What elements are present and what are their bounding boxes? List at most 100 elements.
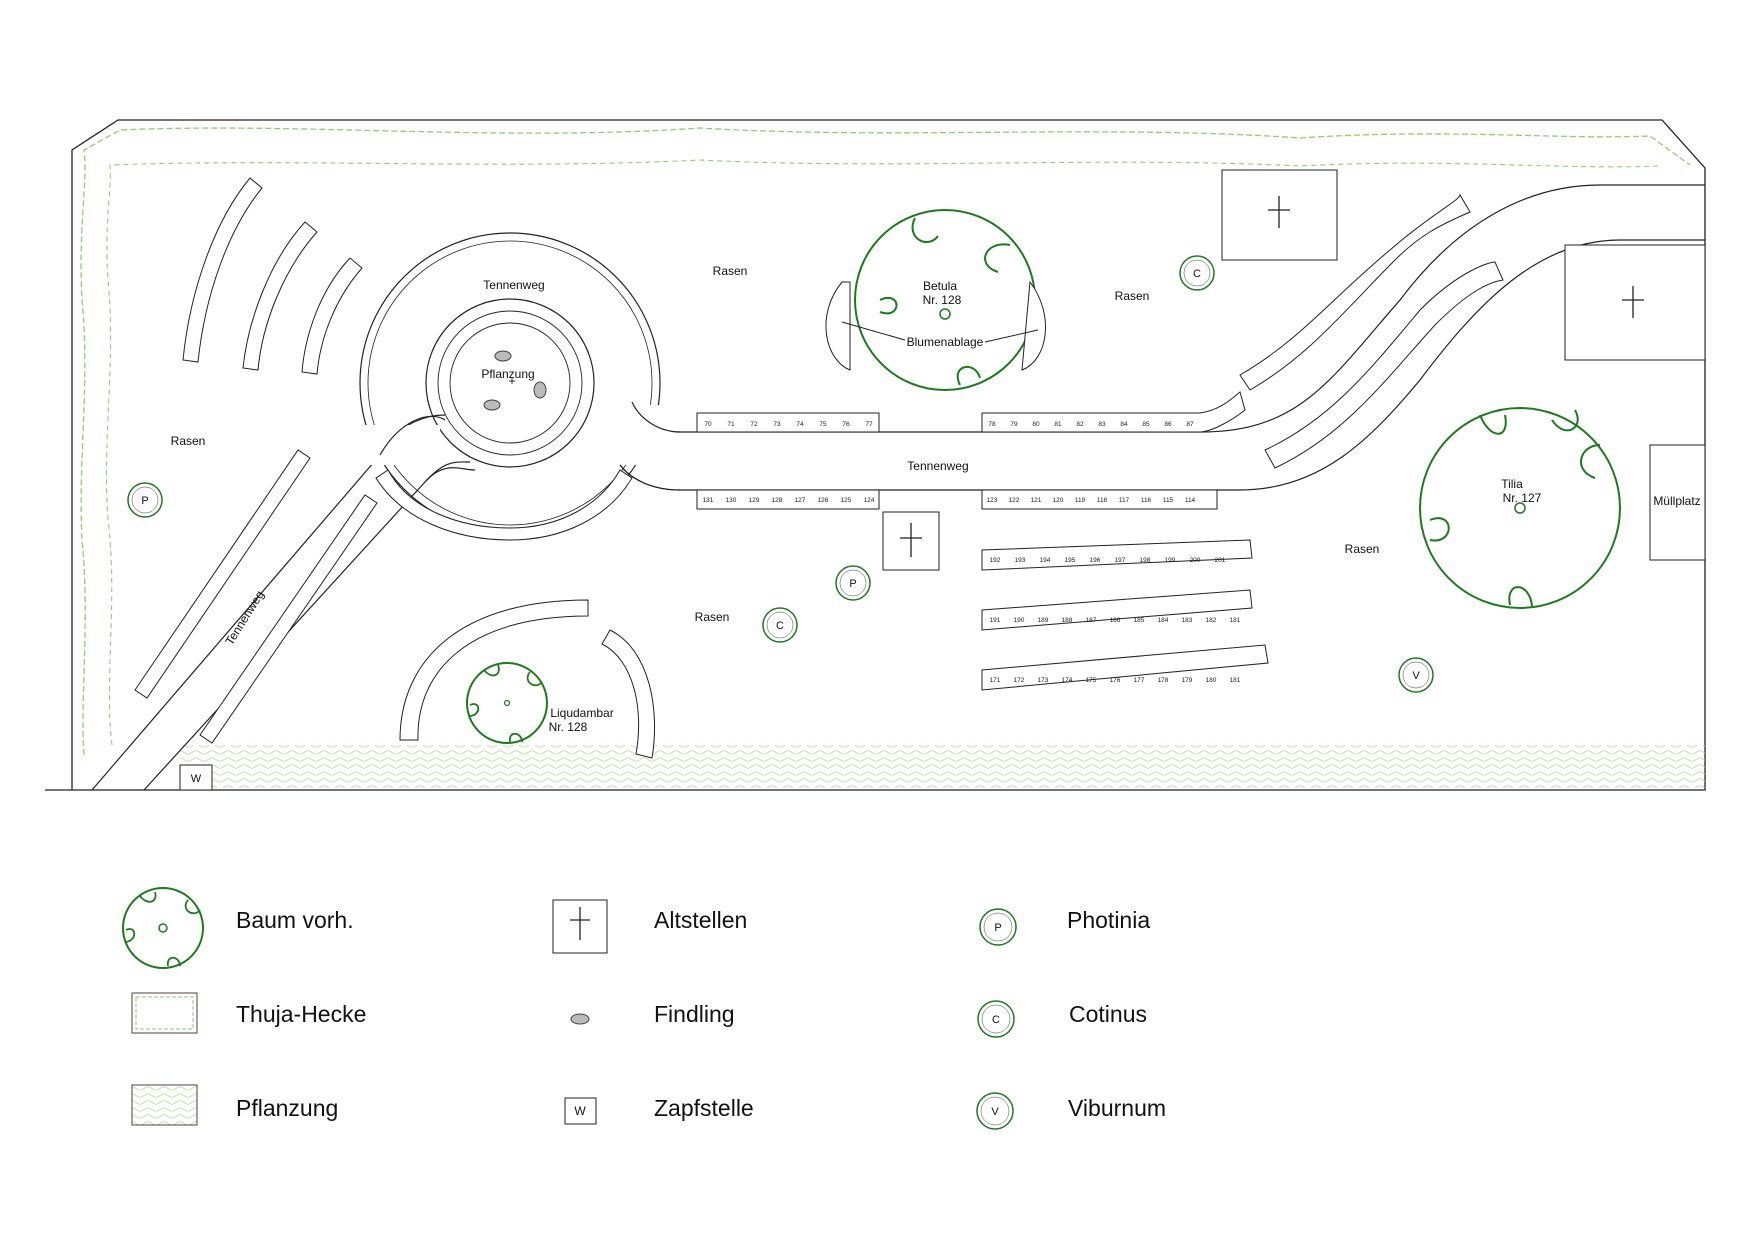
muellplatz-label: Müllplatz [1653,494,1700,508]
grave-number: 76 [842,421,850,428]
grave-number: 197 [1115,557,1126,564]
grave-row [696,412,880,433]
findling [483,399,501,411]
label-rasen: Rasen [695,610,730,624]
grave-number: 172 [1014,677,1025,684]
svg-text:W: W [574,1104,586,1118]
grave-number: 79 [1010,421,1018,428]
grave-number: 174 [1062,677,1073,684]
roundabout-plant-ring-outer [437,310,583,456]
svg-text:C: C [992,1014,1000,1026]
muellplatz [1649,444,1706,561]
cotinus-symbol: C [762,607,798,643]
grave-number: 72 [750,421,758,428]
label-blumenablage: Blumenablage [907,335,984,349]
grave-row-lower [981,539,1253,571]
grave-row-arc-south [399,599,589,741]
grave-number: 114 [1185,497,1196,504]
grave-number: 186 [1110,617,1121,624]
grave-number: 184 [1158,617,1169,624]
grave-row [981,489,1218,510]
grave-number: 196 [1090,557,1101,564]
grave-number: 74 [796,421,804,428]
grave-number: 81 [1054,421,1062,428]
legend-label-thuja: Thuja-Hecke [236,1001,366,1027]
grave-number: 175 [1086,677,1097,684]
grave-number: 187 [1086,617,1097,624]
grave-number: 115 [1163,497,1174,504]
svg-text:C: C [776,620,784,632]
grave-number: 177 [1134,677,1145,684]
grave-row-curve [1239,193,1471,391]
grave-number: 82 [1076,421,1084,428]
grave-row [981,391,1246,433]
label-rasen: Rasen [1115,289,1150,303]
svg-text:P: P [994,922,1001,934]
legend-label-findling: Findling [654,1001,735,1027]
legend-findling-icon [570,1013,590,1025]
grave-number: 78 [988,421,996,428]
grave-number: 75 [819,421,827,428]
legend-photinia-icon: P [979,908,1017,946]
grave-number: 70 [704,421,712,428]
label-rasen: Rasen [1345,542,1380,556]
photinia-symbol: P [835,565,871,601]
grave-number: 185 [1134,617,1145,624]
grave-number: 171 [990,677,1001,684]
betula-name: Betula [923,279,957,293]
grave-number: 124 [864,497,875,504]
grave-number: 191 [990,617,1001,624]
grave-number: 199 [1165,557,1176,564]
grave-row-lower [981,589,1253,631]
grave-number: 121 [1031,497,1042,504]
label-tennenweg: Tennenweg [222,588,266,647]
grave-number: 123 [987,497,998,504]
svg-text:P: P [141,495,148,507]
label-tennenweg: Tennenweg [907,459,968,473]
cotinus-symbol: C [1179,255,1215,291]
grave-number: 181 [1230,677,1241,684]
betula-nr: Nr. 128 [923,293,962,307]
label-rasen: Rasen [171,434,206,448]
grave-row-diagonal [134,449,311,699]
grave-number: 192 [990,557,1001,564]
grave-number: 87 [1186,421,1194,428]
grave-number: 179 [1182,677,1193,684]
grave-number: 85 [1142,421,1150,428]
label-tennenweg: Tennenweg [483,278,544,292]
legend-thuja-icon [131,992,198,1034]
grave-number: 120 [1053,497,1064,504]
svg-text:C: C [1193,268,1201,280]
grave-number: 127 [795,497,806,504]
grave-number: 178 [1158,677,1169,684]
legend-label-baum: Baum vorh. [236,907,354,933]
legend-label-cotinus: Cotinus [1069,1001,1147,1027]
legend-pflanzung-icon [131,1084,198,1126]
svg-text:+: + [508,374,515,388]
grave-number: 119 [1075,497,1086,504]
roundabout-outer-band [367,240,653,526]
legend-tree-icon [122,887,204,969]
grave-number: 128 [772,497,783,504]
legend-label-photinia: Photinia [1067,907,1150,933]
legend-cotinus-icon: C [977,1000,1015,1038]
grave-number: 125 [841,497,852,504]
grave-number: 193 [1015,557,1026,564]
grave-number: 182 [1206,617,1217,624]
grave-number: 198 [1140,557,1151,564]
legend-label-pflanzung: Pflanzung [236,1095,338,1121]
grave-number: 173 [1038,677,1049,684]
grave-number: 126 [818,497,829,504]
grave-row-arc-roundabout [375,469,633,541]
legend-viburnum-icon: V [976,1092,1014,1130]
legend-zapfstelle-icon [564,1097,597,1125]
grave-number: 130 [726,497,737,504]
grave-number: 201 [1215,557,1226,564]
legend: Baum vorh. Thuja-Hecke Pflanzung Altstel… [122,887,1166,1130]
photinia-symbol: P [127,482,163,518]
grave-number: 190 [1014,617,1025,624]
tilia-nr: Nr. 127 [1503,491,1542,505]
grave-number: 189 [1038,617,1049,624]
grave-number: 80 [1032,421,1040,428]
